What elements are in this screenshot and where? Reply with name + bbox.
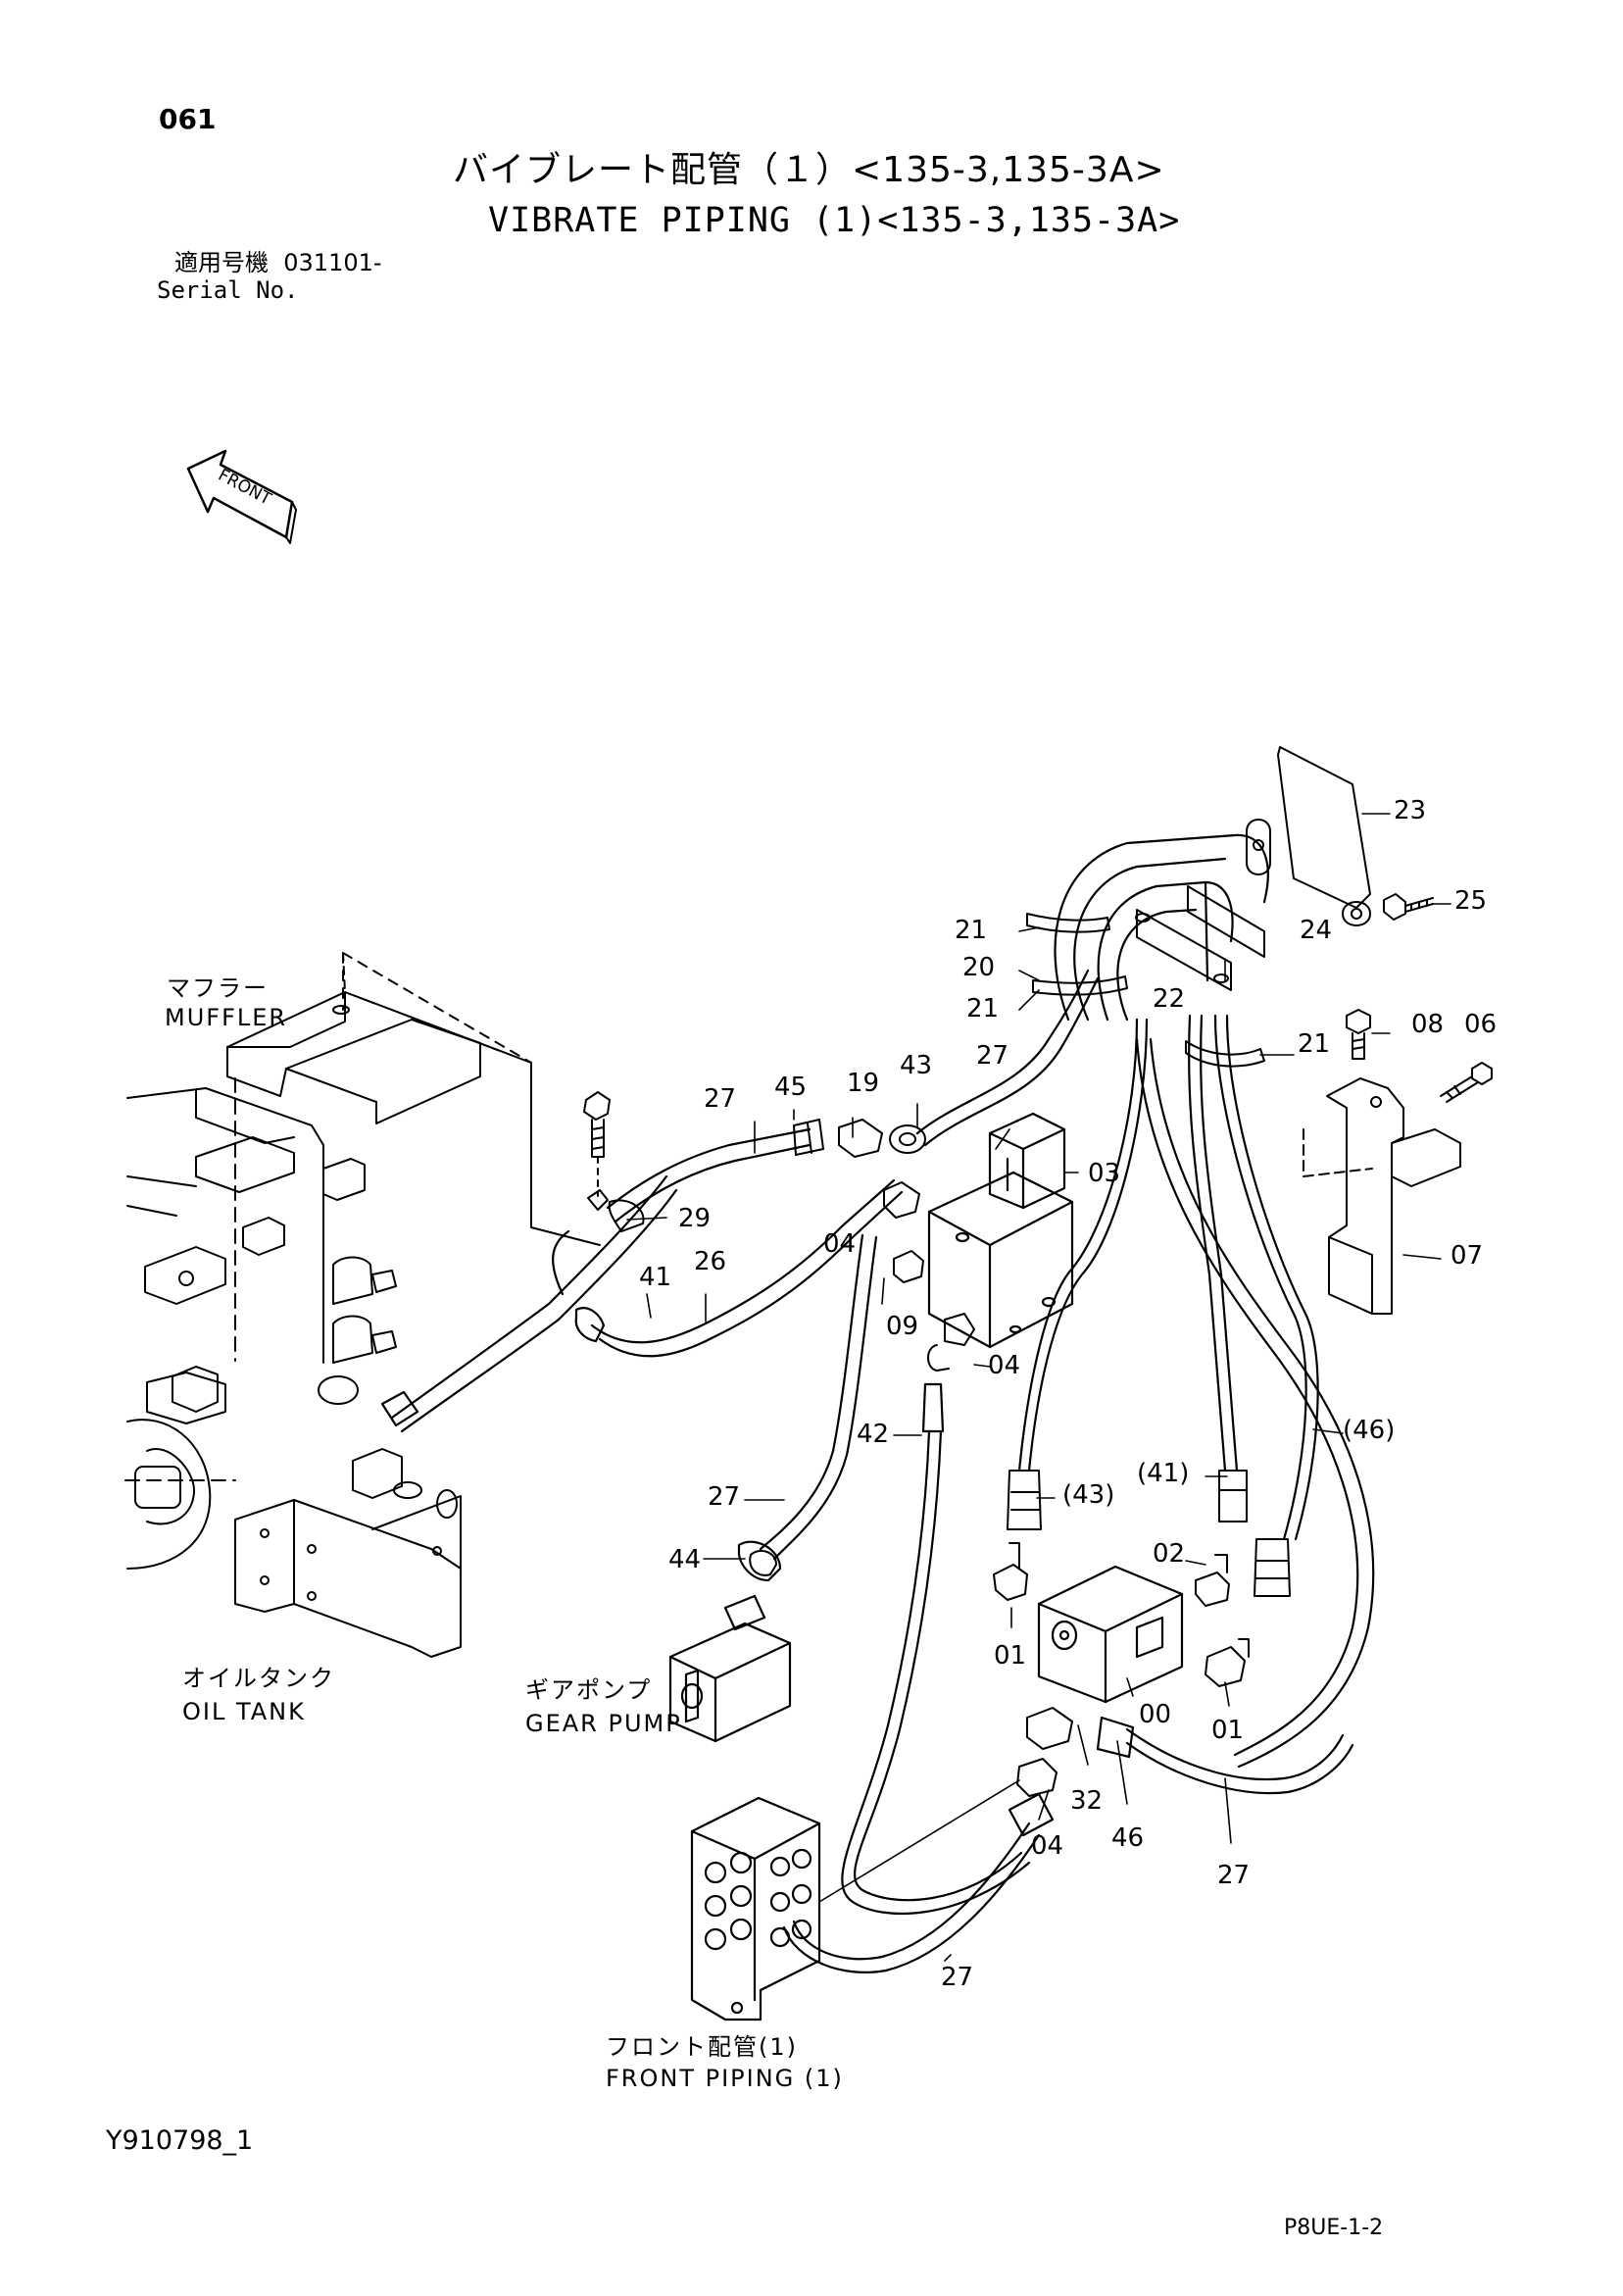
callout-46-parenthesized: (46) — [1343, 1416, 1396, 1445]
leader-lines — [626, 813, 1451, 1962]
fitting-04-c — [1016, 1758, 1057, 1797]
hose-27-bottom — [782, 1792, 1055, 1973]
callout-06: 06 — [1464, 1010, 1498, 1039]
bolt-06-icon — [1440, 1062, 1493, 1103]
hose-41-26 — [552, 1178, 904, 1358]
fitting-04-a — [883, 1181, 920, 1219]
bolt-29-icon — [583, 1091, 611, 1197]
bolt-08-icon — [1346, 1009, 1371, 1060]
serial-number-value: 031101- — [283, 249, 382, 276]
hose-27-right-bottom — [1096, 1716, 1354, 1795]
page-title-english: VIBRATE PIPING (1)<135-3,135-3A> — [488, 201, 1181, 240]
vertical-hose-group — [1017, 1014, 1375, 1769]
oil-tank-label-jp: オイルタンク — [182, 1665, 335, 1692]
callout-44: 44 — [668, 1545, 702, 1574]
hose-fittings-right — [1007, 1470, 1291, 1597]
gear-pump-00 — [1037, 1565, 1184, 1704]
fitting-19 — [838, 1119, 883, 1158]
callout-00: 00 — [1139, 1700, 1172, 1729]
page-number: 061 — [159, 103, 217, 135]
hose-27-vertical-center — [737, 1233, 878, 1582]
fitting-02 — [1195, 1554, 1230, 1607]
hose-bundle — [1054, 833, 1269, 1022]
page-title-japanese: バイブレート配管（１）<135-3,135-3A> — [453, 150, 1165, 190]
callout-29: 29 — [678, 1204, 712, 1233]
gear-pump-drawing — [668, 1594, 792, 1743]
callout-09: 09 — [886, 1312, 919, 1341]
callout-32: 32 — [1070, 1786, 1104, 1816]
oil-tank-bracket-lines — [126, 1175, 197, 1217]
fitting-01-left — [993, 1542, 1028, 1601]
gear-pump-label-jp: ギアポンプ — [525, 1676, 653, 1704]
clamp-29 — [587, 1189, 645, 1232]
callout-46: 46 — [1111, 1823, 1145, 1853]
muffler-drawing — [226, 952, 601, 1246]
hose-long-left — [380, 1174, 678, 1433]
callout-43-parenthesized: (43) — [1062, 1480, 1115, 1510]
callout-24: 24 — [1300, 916, 1333, 945]
bolt-25-icon — [1383, 893, 1434, 921]
serial-label-japanese: 適用号機 031101- — [174, 251, 382, 275]
fitting-09-icon — [893, 1250, 924, 1283]
callout-04-middle: 04 — [988, 1351, 1021, 1380]
callout-27-bottom: 27 — [941, 1963, 974, 1992]
callout-27-lower-right: 27 — [1217, 1861, 1251, 1890]
fitting-01-right — [1205, 1638, 1250, 1687]
muffler-label-en: MUFFLER — [165, 1004, 288, 1031]
callout-01-right: 01 — [1211, 1716, 1245, 1745]
bracket-23 — [1246, 746, 1371, 926]
callout-03: 03 — [1088, 1159, 1121, 1188]
front-piping-block — [690, 1796, 821, 2021]
hose-fitting-44 — [749, 1549, 777, 1576]
serial-label-jp-text: 適用号機 — [174, 249, 269, 276]
callout-21-top: 21 — [955, 916, 988, 945]
callout-21-middle: 21 — [966, 994, 1000, 1023]
hose-27-left — [606, 1127, 812, 1223]
callout-22: 22 — [1153, 984, 1186, 1014]
oil-tank-hidden-edge — [124, 1077, 236, 1481]
callout-41: 41 — [639, 1263, 672, 1292]
hose-27-upper — [915, 969, 1100, 1147]
callout-27-center: 27 — [708, 1482, 741, 1512]
serial-label-english: Serial No. — [157, 276, 299, 304]
callout-27-left: 27 — [704, 1084, 737, 1114]
callout-42: 42 — [857, 1420, 890, 1449]
callout-21-right: 21 — [1298, 1029, 1331, 1059]
fitting-45 — [793, 1119, 824, 1156]
callout-19: 19 — [847, 1069, 880, 1098]
clamp-22-24 — [1135, 885, 1265, 991]
bracket-07 — [1303, 1077, 1461, 1315]
callout-45: 45 — [774, 1073, 808, 1102]
gear-pump-label-en: GEAR PUMP — [525, 1710, 682, 1737]
fitting-04-b — [927, 1313, 975, 1372]
callout-26: 26 — [694, 1247, 727, 1276]
fitting-43 — [889, 1124, 926, 1154]
callout-25: 25 — [1454, 886, 1488, 916]
muffler-leader-line — [342, 952, 532, 1064]
front-piping-label-jp: フロント配管(1) — [606, 2033, 798, 2061]
front-piping-leader — [818, 1779, 1020, 1903]
callout-20: 20 — [962, 953, 996, 982]
solenoid-valve-03 — [927, 1112, 1074, 1349]
callout-02: 02 — [1153, 1539, 1186, 1569]
muffler-label-jp: マフラー — [167, 974, 269, 1002]
callout-07: 07 — [1451, 1241, 1484, 1271]
callout-04-upper: 04 — [823, 1229, 857, 1259]
figure-id: Y910798_1 — [106, 2125, 254, 2156]
fitting-32 — [1026, 1707, 1073, 1750]
oil-tank-drawing — [126, 1087, 462, 1658]
oil-tank-label-en: OIL TANK — [182, 1698, 306, 1725]
front-direction-arrow-icon: FRONT — [186, 449, 297, 544]
callout-01-left: 01 — [994, 1641, 1027, 1671]
callout-04-lower: 04 — [1031, 1831, 1064, 1861]
callout-23: 23 — [1394, 796, 1427, 825]
callout-27-upper: 27 — [976, 1041, 1009, 1071]
callout-43: 43 — [900, 1051, 933, 1080]
hose-42 — [841, 1382, 1031, 1915]
callout-41-parenthesized: (41) — [1137, 1459, 1190, 1488]
page-code: P8UE-1-2 — [1284, 2216, 1384, 2240]
callout-08: 08 — [1411, 1010, 1445, 1039]
front-piping-label-en: FRONT PIPING (1) — [606, 2065, 844, 2092]
